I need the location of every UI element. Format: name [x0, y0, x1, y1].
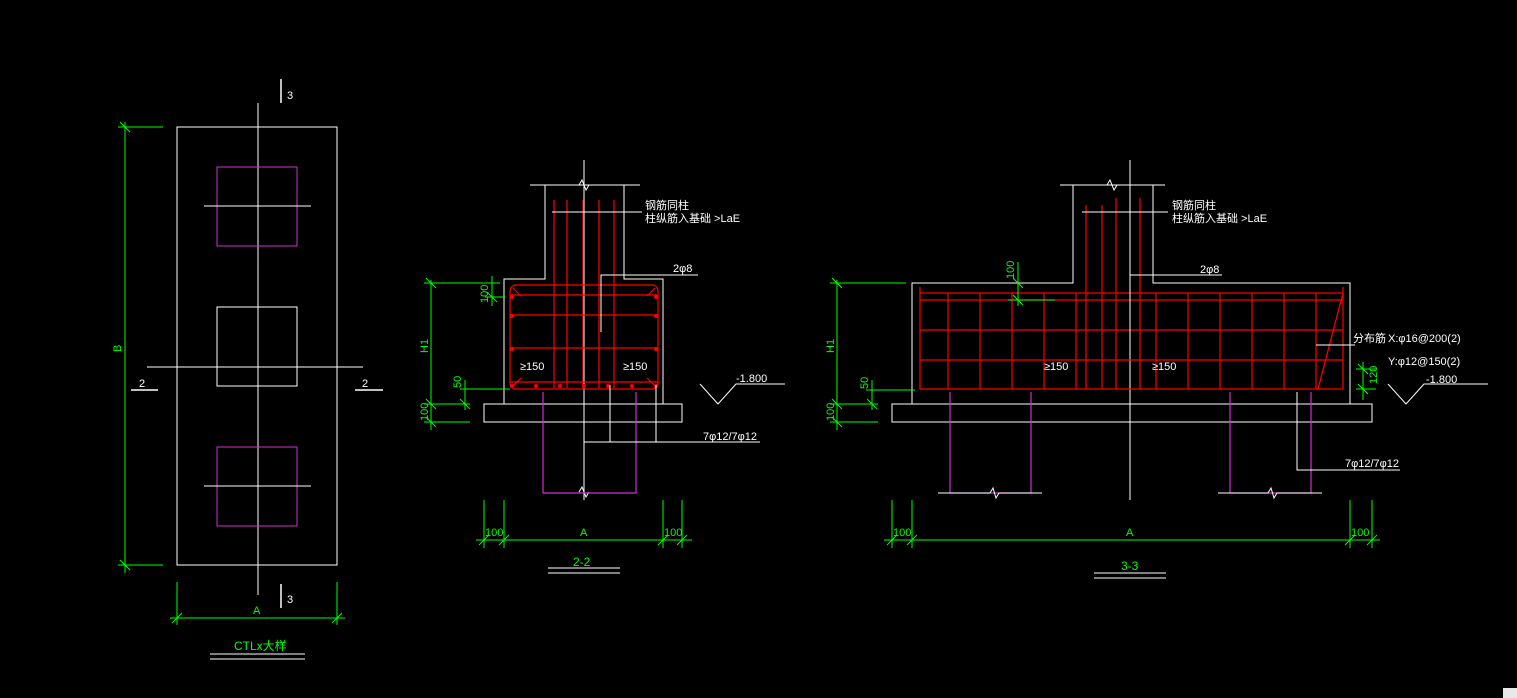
section33-dim-100-right: 100 [1351, 527, 1369, 539]
section22-dim-100-bottom: 100 [419, 403, 431, 421]
section22-bottom-rebar: 7φ12/7φ12 [703, 431, 757, 443]
section33-dim-top-100: 100 [1005, 261, 1017, 279]
section33-bottom-rebar: 7φ12/7φ12 [1345, 458, 1399, 470]
section33-outline [891, 185, 1373, 423]
section22-rebar-2: 2φ8 [673, 263, 692, 275]
section33-anchor-left: ≥150 [1044, 361, 1068, 373]
section-2-2: -1.800 钢筋同柱 柱纵筋入基础 >LaE 2φ8 ≥150 ≥150 7φ… [419, 160, 785, 574]
section22-dim-a: A [580, 527, 588, 539]
section33-dist-y: Y:φ12@150(2) [1388, 356, 1460, 368]
plan-title: CTLx大样 [234, 638, 287, 653]
section33-pile-right [1229, 392, 1312, 494]
section33-note-1: 钢筋同柱 [1172, 198, 1216, 212]
section22-dim-100-left: 100 [485, 527, 503, 539]
section33-note-2: 柱纵筋入基础 >LaE [1172, 211, 1267, 225]
section22-note-1: 钢筋同柱 [645, 198, 689, 212]
section-3-3: -1.800 钢筋同柱 柱纵筋入基础 >LaE 2φ8 分布筋 X:φ16@20… [825, 160, 1488, 579]
section22-title: 2-2 [573, 555, 591, 569]
scrollbar-corner[interactable] [1503, 688, 1517, 698]
section33-dim-50: 50 [859, 377, 871, 389]
section33-dim-120: 120 [1368, 366, 1380, 384]
section33-anchor-right: ≥150 [1152, 361, 1176, 373]
section22-dim-100-top: 100 [479, 285, 491, 303]
section22-anchor-right: ≥150 [623, 361, 647, 373]
section22-rebar [509, 200, 659, 390]
section22-note-2: 柱纵筋入基础 >LaE [645, 211, 740, 225]
plan-dim-b: B [112, 345, 124, 352]
section-mark-right: 2 [362, 378, 368, 390]
section-mark-left: 2 [139, 378, 145, 390]
section33-dist-x: X:φ16@200(2) [1388, 333, 1461, 345]
section22-outline [483, 185, 683, 423]
section33-dim-100-bottom: 100 [825, 403, 837, 421]
column-center [216, 306, 298, 387]
section22-elevation: -1.800 [736, 373, 767, 385]
section33-title: 3-3 [1121, 559, 1139, 573]
section-mark-bottom: 3 [287, 594, 293, 606]
plan-view: 3 3 2 2 B A CTLx大样 [112, 79, 383, 660]
plan-dim-a: A [253, 605, 261, 617]
section-mark-top: 3 [287, 90, 293, 102]
section33-dim-100-left: 100 [893, 527, 911, 539]
section33-rebar-2: 2φ8 [1200, 264, 1219, 276]
section33-elevation: -1.800 [1426, 374, 1457, 386]
section33-dim-a: A [1126, 527, 1134, 539]
section33-dist-label: 分布筋 [1353, 331, 1386, 345]
section22-dim-h1: H1 [419, 339, 431, 353]
section33-rebar-mesh [919, 198, 1344, 390]
section22-dim-100-right: 100 [664, 527, 682, 539]
section33-dim-h1: H1 [825, 339, 837, 353]
plan-outline [176, 126, 338, 566]
section22-dim-50: 50 [452, 376, 464, 388]
section22-anchor-left: ≥150 [520, 361, 544, 373]
